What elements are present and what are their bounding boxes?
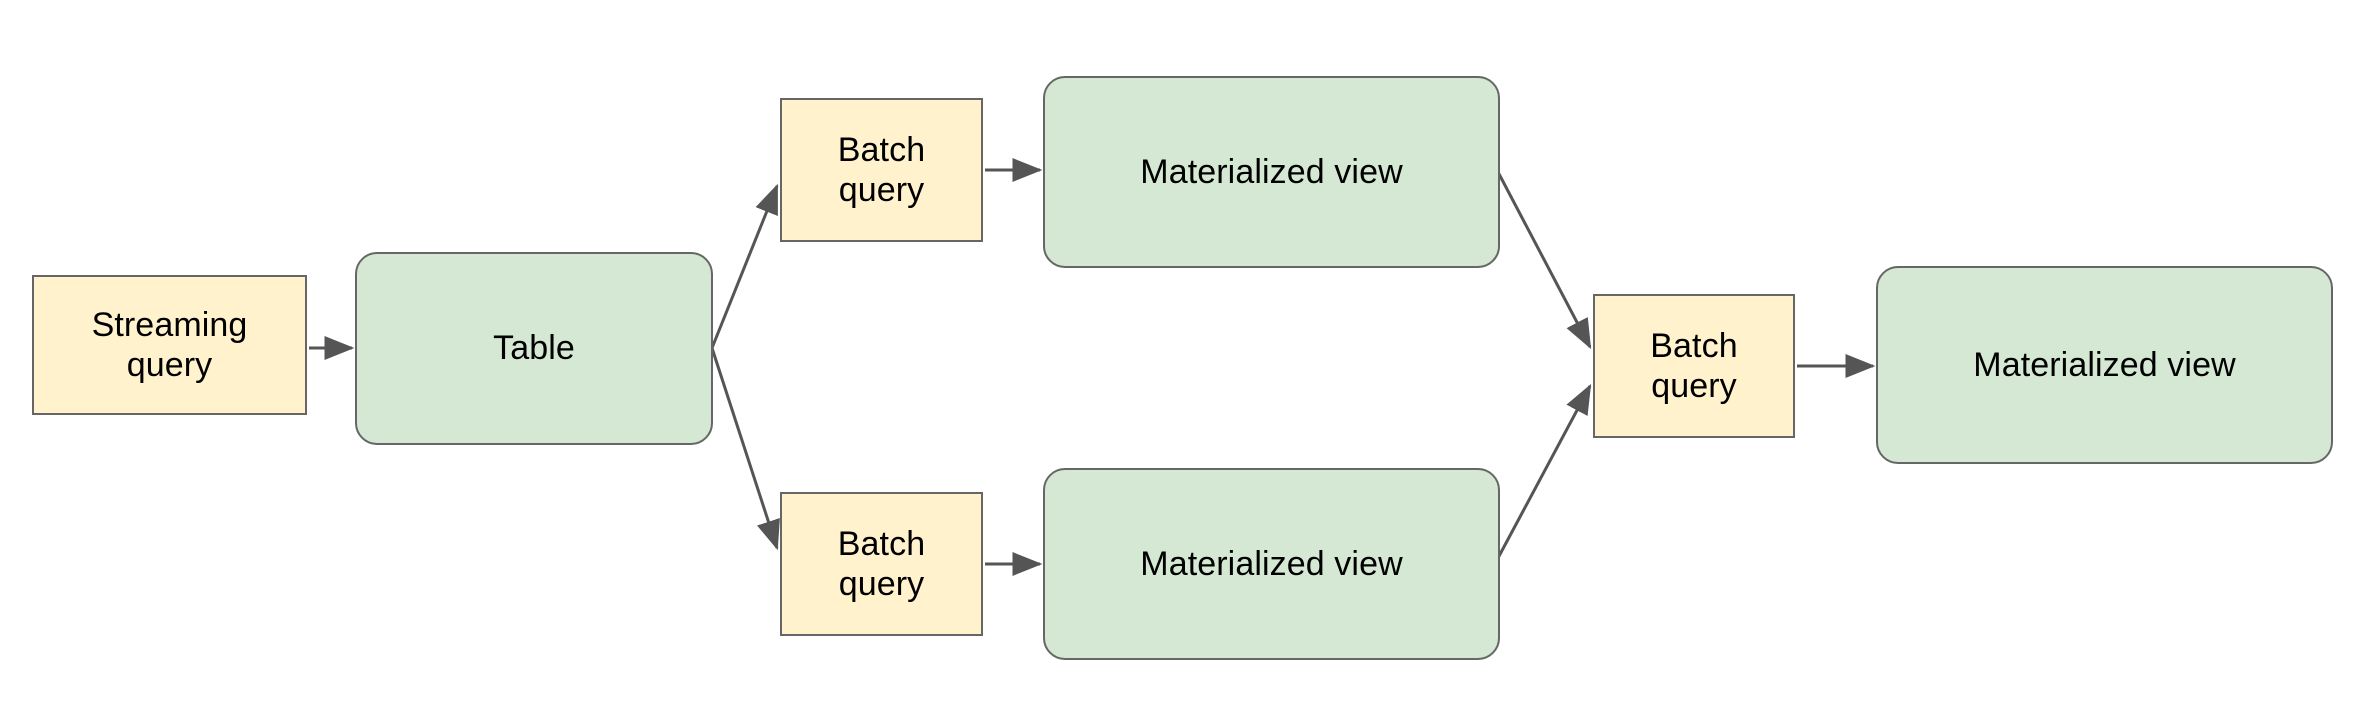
node-batch-query-top[interactable]: Batch query — [780, 98, 983, 242]
node-materialized-view-top[interactable]: Materialized view — [1043, 76, 1500, 268]
node-label: Batch query — [837, 130, 926, 209]
node-label: Materialized view — [1973, 345, 2236, 384]
node-label: Batch query — [1650, 326, 1738, 405]
node-batch-query-center[interactable]: Batch query — [1593, 294, 1795, 438]
node-label: Materialized view — [1140, 152, 1403, 191]
node-materialized-view-bottom[interactable]: Materialized view — [1043, 468, 1500, 660]
node-materialized-view-right[interactable]: Materialized view — [1876, 266, 2333, 464]
node-table[interactable]: Table — [355, 252, 713, 445]
edge-mv-top-to-batch-center — [1496, 171, 1592, 350]
edge-table-to-batch-bottom — [710, 347, 780, 551]
node-label: Streaming query — [91, 305, 248, 384]
node-label: Materialized view — [1140, 544, 1403, 583]
edge-table-to-batch-top — [710, 183, 779, 349]
node-label: Batch query — [837, 524, 926, 603]
edge-mv-bottom-to-batch-center — [1496, 383, 1592, 559]
node-label: Table — [493, 329, 575, 368]
node-batch-query-bottom[interactable]: Batch query — [780, 492, 983, 636]
node-streaming-query[interactable]: Streaming query — [32, 275, 307, 415]
